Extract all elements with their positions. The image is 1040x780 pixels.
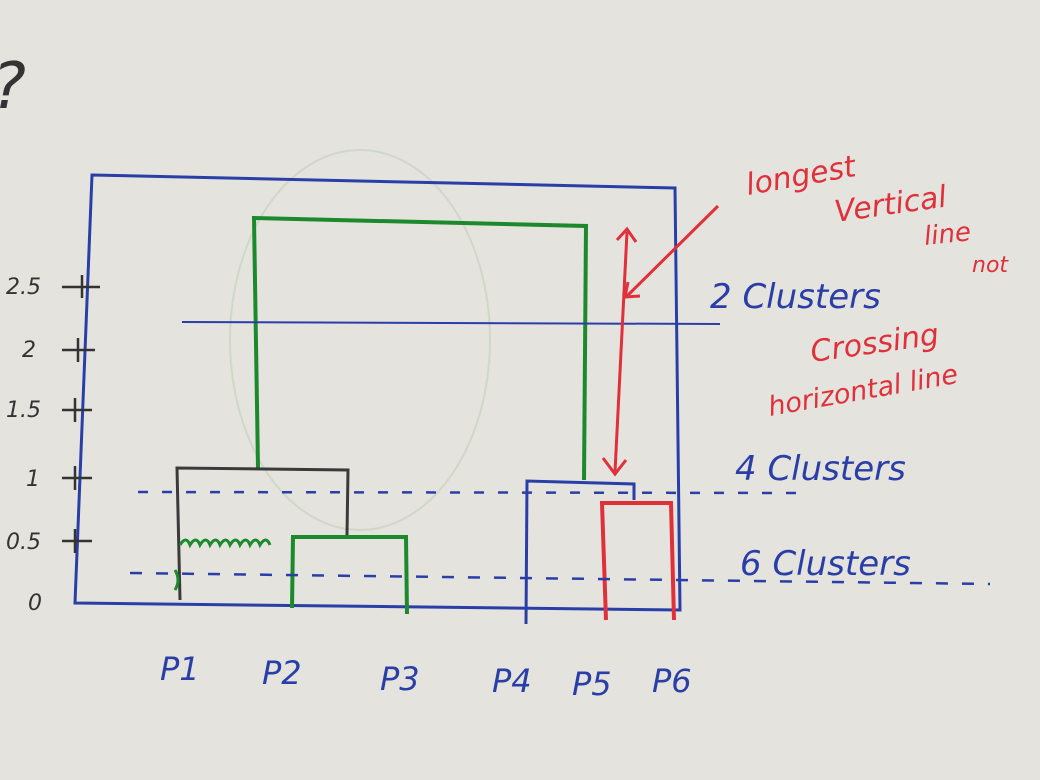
- dendrogram-link-p5-p6: [599, 501, 676, 621]
- dendrogram-link-p4-p56: [524, 479, 636, 625]
- label-4-clusters: 4 Clusters: [735, 449, 906, 489]
- annotation-text: Crossing: [808, 317, 941, 370]
- plot-frame: [73, 173, 682, 612]
- y-tick-label: 2.5: [6, 275, 41, 300]
- faint-sketch-blob: [229, 149, 491, 531]
- dendrogram-link-p2-p3: [290, 535, 409, 615]
- point-label: P1: [160, 650, 200, 688]
- annotation-text: line: [923, 217, 973, 252]
- scribble-mark: [173, 538, 272, 591]
- dendrogram-link-p1-p23: [175, 466, 350, 601]
- question-mark: ?: [0, 50, 26, 124]
- cut-line-2-clusters: [181, 321, 721, 325]
- point-label: P2: [262, 654, 302, 692]
- y-axis-ticks: [62, 275, 100, 553]
- label-2-clusters: 2 Clusters: [710, 277, 881, 317]
- y-tick-label: 0: [28, 591, 42, 616]
- longest-vertical-arrow: [601, 204, 720, 477]
- point-label: P3: [380, 660, 420, 698]
- annotation-text: not: [972, 253, 1009, 278]
- annotation-text: horizontal line: [766, 359, 960, 423]
- point-label: P4: [492, 662, 532, 700]
- y-tick-label: 1.5: [6, 398, 41, 423]
- y-tick-label: 1: [26, 467, 40, 492]
- y-tick-label: 0.5: [6, 530, 41, 555]
- cut-line-4-clusters: [137, 490, 801, 495]
- y-tick-label: 2: [22, 338, 36, 363]
- dendrogram-link-root: [251, 215, 589, 481]
- point-label: P6: [652, 662, 692, 700]
- point-label: P5: [572, 665, 612, 703]
- label-6-clusters: 6 Clusters: [740, 544, 911, 584]
